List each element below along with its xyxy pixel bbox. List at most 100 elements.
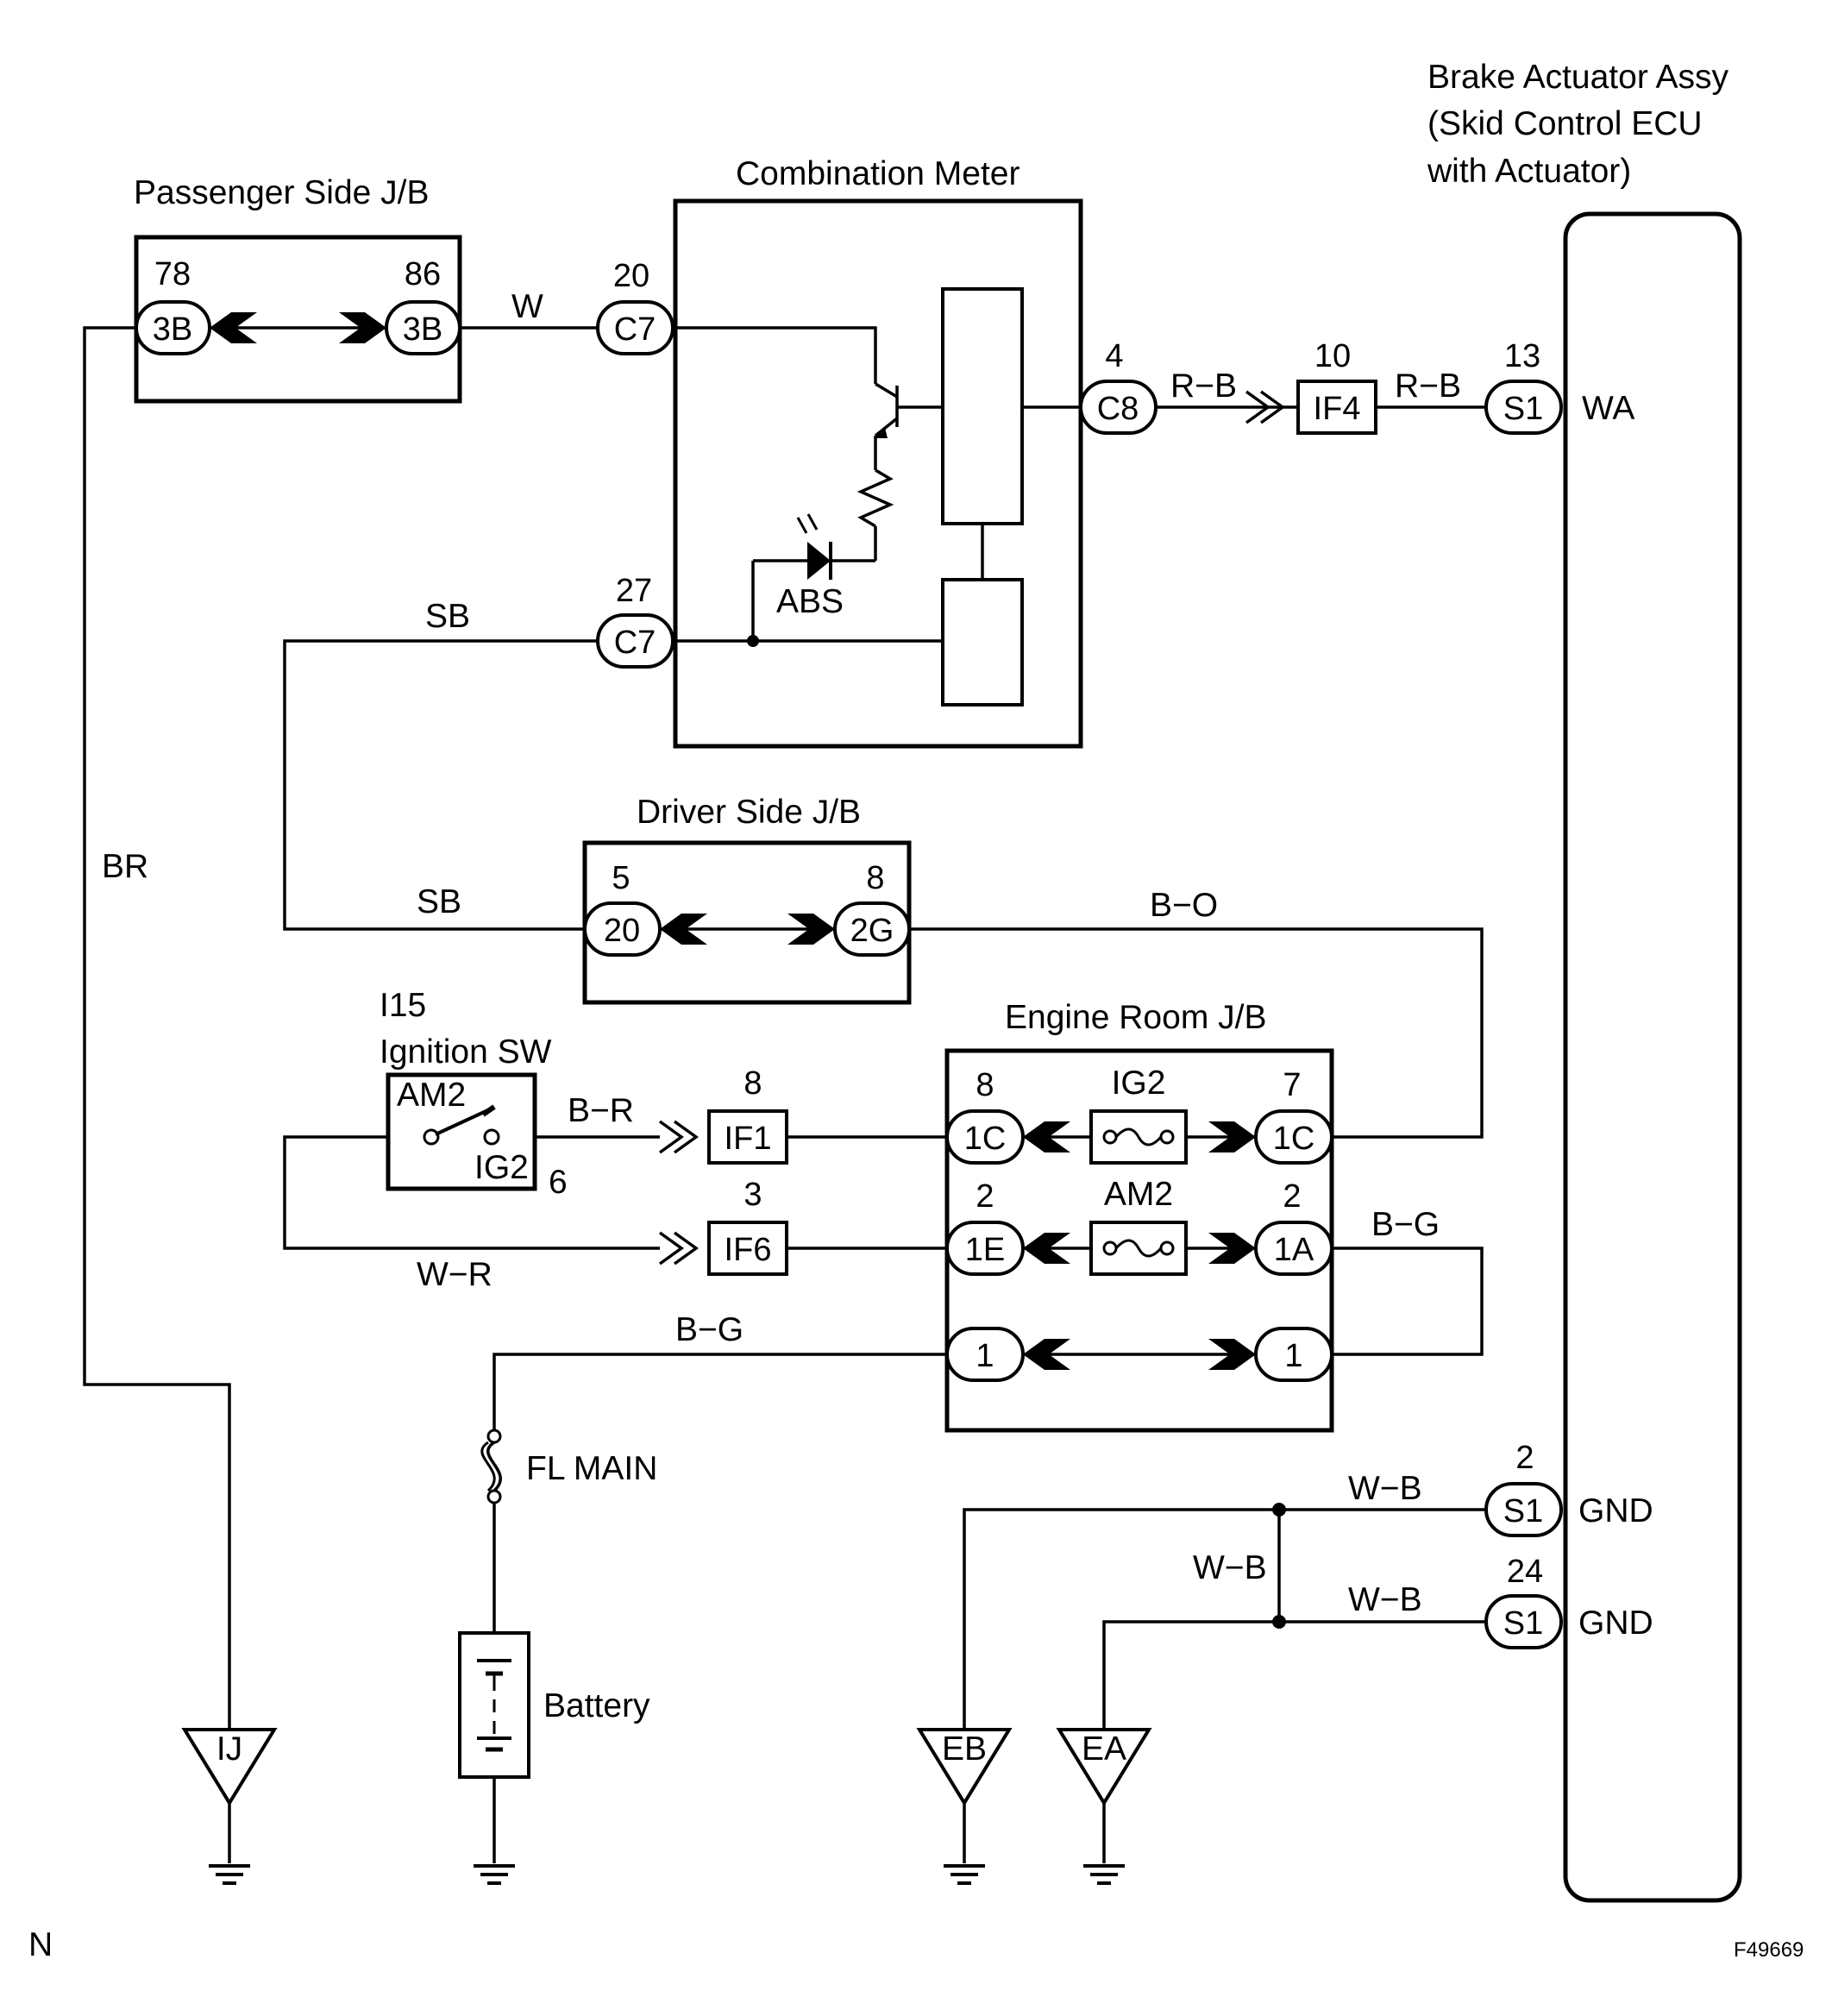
svg-text:3B: 3B [153, 311, 192, 348]
svg-text:C8: C8 [1097, 391, 1139, 427]
svg-text:BR: BR [102, 848, 148, 885]
abs-lamp-label: ABS [776, 583, 844, 620]
fl-main-fusible-link: FL MAIN [480, 1429, 657, 1504]
connector-if6: IF6 3 [707, 1177, 788, 1276]
connector-er-1-right: 1 [1254, 1327, 1333, 1382]
combination-meter-box [673, 198, 1083, 749]
svg-text:IF1: IF1 [725, 1121, 772, 1157]
connector-arrows [210, 312, 1256, 1370]
svg-text:R−B: R−B [1395, 367, 1461, 405]
connector-s1-gnd2: S1 24 GND [1484, 1554, 1653, 1649]
svg-text:2G: 2G [850, 913, 894, 949]
svg-text:W−B: W−B [1348, 1581, 1422, 1618]
svg-text:S1: S1 [1503, 1605, 1543, 1642]
svg-text:GND: GND [1578, 1492, 1653, 1529]
svg-text:8: 8 [743, 1065, 762, 1102]
svg-text:S1: S1 [1503, 1493, 1543, 1529]
ground-ea: EA [1056, 1728, 1152, 1806]
svg-text:IJ: IJ [216, 1730, 242, 1768]
wire-color-labels: W R−B R−B SB BR SB B−O B−R W−R B−G B−G W… [102, 288, 1461, 1618]
connector-er-1c-right: 1C 7 [1254, 1067, 1333, 1165]
connector-s1-wa: S1 13 WA [1484, 338, 1634, 435]
svg-text:C7: C7 [614, 625, 656, 661]
ignition-sw-label: Ignition SW [380, 1033, 552, 1071]
connector-er-1e: 1E 2 [945, 1178, 1025, 1276]
svg-text:20: 20 [613, 258, 649, 294]
svg-text:WA: WA [1582, 390, 1634, 427]
svg-text:IF6: IF6 [725, 1232, 772, 1268]
svg-text:B−G: B−G [675, 1311, 743, 1348]
inline-connector-chevrons [658, 390, 1285, 1265]
wires [83, 326, 1486, 1863]
svg-text:8: 8 [976, 1067, 994, 1103]
ground-ij: IJ [181, 1728, 278, 1806]
svg-text:3: 3 [743, 1177, 762, 1213]
svg-text:W−B: W−B [1193, 1549, 1267, 1586]
connector-dj-left: 20 5 [583, 860, 662, 957]
svg-text:SB: SB [417, 883, 461, 920]
svg-text:EB: EB [942, 1730, 987, 1768]
connector-s1-gnd1: S1 2 GND [1484, 1440, 1653, 1537]
svg-text:W−B: W−B [1348, 1470, 1422, 1507]
svg-text:78: 78 [154, 256, 191, 292]
svg-text:6: 6 [549, 1164, 568, 1201]
svg-text:27: 27 [616, 573, 652, 609]
svg-text:FL MAIN: FL MAIN [526, 1450, 657, 1487]
svg-text:AM2: AM2 [1104, 1176, 1173, 1213]
ground-symbols [207, 1864, 1126, 1885]
ignition-sw-box [386, 1072, 537, 1191]
fuse-ig2: IG2 [1089, 1065, 1188, 1165]
svg-text:B−R: B−R [568, 1092, 634, 1129]
driver-jb-label: Driver Side J/B [637, 794, 861, 831]
combination-meter-label: Combination Meter [736, 155, 1020, 192]
svg-text:IF4: IF4 [1314, 391, 1361, 427]
svg-text:W: W [511, 288, 543, 325]
svg-text:10: 10 [1314, 338, 1351, 374]
connector-cm-out: C8 4 [1079, 338, 1158, 435]
brake-actuator-label-2: (Skid Control ECU [1427, 105, 1703, 142]
connector-er-1a: 1A 2 [1254, 1178, 1333, 1276]
svg-text:3B: 3B [403, 311, 442, 348]
svg-text:2: 2 [1283, 1178, 1301, 1215]
svg-text:2: 2 [1515, 1440, 1534, 1476]
svg-text:W−R: W−R [417, 1256, 493, 1293]
svg-text:13: 13 [1504, 338, 1540, 374]
meter-gauge-lower [941, 578, 1024, 707]
svg-text:IG2: IG2 [474, 1149, 529, 1186]
connector-if1: IF1 8 [707, 1065, 788, 1165]
svg-text:IG2: IG2 [1112, 1065, 1166, 1102]
svg-text:AM2: AM2 [397, 1077, 466, 1114]
connector-dj-right: 2G 8 [833, 860, 911, 957]
svg-text:SB: SB [425, 598, 470, 635]
brake-actuator-box [1563, 211, 1742, 1903]
connector-pj-left: 3B 78 [135, 256, 211, 355]
svg-text:GND: GND [1578, 1605, 1653, 1642]
svg-text:1E: 1E [965, 1232, 1005, 1268]
abs-warning-led [796, 513, 832, 580]
connector-er-1-left: 1 [945, 1327, 1025, 1382]
svg-text:1C: 1C [1273, 1121, 1315, 1157]
svg-text:4: 4 [1105, 338, 1123, 374]
ignition-sw-code: I15 [380, 987, 426, 1024]
footer-figure-id: F49669 [1734, 1938, 1804, 1962]
svg-text:5: 5 [612, 860, 630, 896]
svg-text:20: 20 [604, 913, 640, 949]
svg-text:1: 1 [976, 1338, 994, 1374]
ignition-switch-contacts: AM2 IG2 6 [397, 1077, 568, 1201]
footer-left-code: N [28, 1926, 53, 1963]
svg-text:1: 1 [1284, 1338, 1302, 1374]
svg-text:EA: EA [1082, 1730, 1126, 1768]
passenger-jb-label: Passenger Side J/B [134, 174, 430, 211]
svg-text:B−O: B−O [1150, 887, 1218, 924]
connector-cm-mid: C7 27 [596, 573, 674, 669]
svg-text:24: 24 [1507, 1554, 1543, 1590]
battery: Battery [458, 1631, 650, 1779]
connector-er-1c-left: 1C 8 [945, 1067, 1025, 1165]
svg-text:Battery: Battery [543, 1687, 650, 1724]
svg-text:R−B: R−B [1170, 367, 1237, 405]
meter-gauge-upper [941, 287, 1024, 525]
engine-room-jb-label: Engine Room J/B [1005, 999, 1267, 1036]
svg-text:2: 2 [976, 1178, 994, 1215]
svg-text:8: 8 [866, 860, 884, 896]
